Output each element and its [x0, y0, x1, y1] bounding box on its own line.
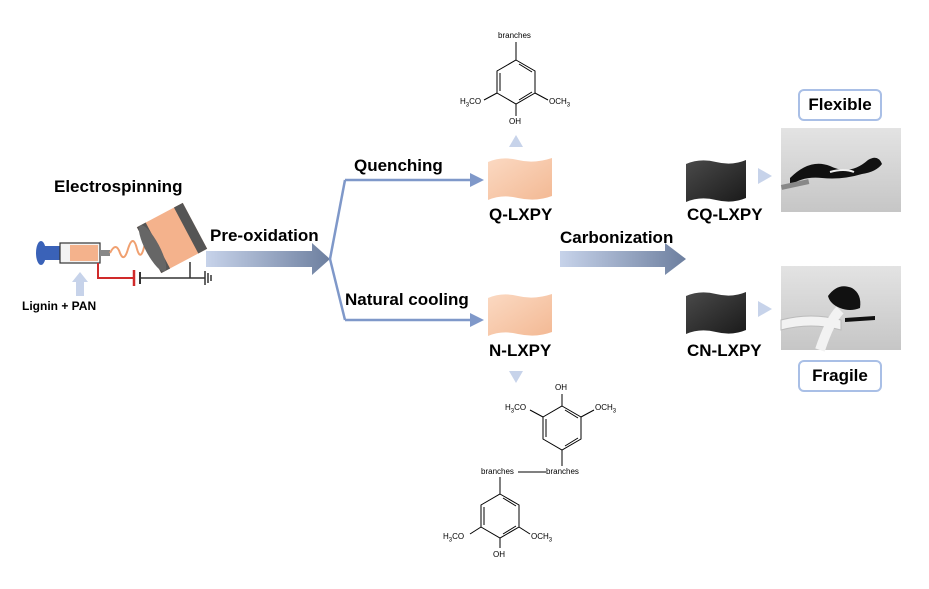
- n-lxpy-mat: [488, 294, 552, 336]
- cn-lxpy-mat: [686, 292, 746, 334]
- bu-right-group: OCH3: [595, 403, 617, 415]
- q-lxpy-mat: [488, 158, 552, 200]
- electrospinning-label: Electrospinning: [54, 177, 183, 196]
- bl-left-group: H3CO: [443, 532, 465, 544]
- natural-cooling-arrowhead: [470, 313, 484, 327]
- top-branches-text: branches: [498, 31, 531, 40]
- arrow-to-fragile: [758, 301, 772, 317]
- bl-oh: OH: [493, 550, 505, 559]
- q-lxpy-label: Q-LXPY: [489, 205, 553, 224]
- carbonization-label: Carbonization: [560, 228, 674, 247]
- flexible-photo: [780, 128, 901, 212]
- bu-branches-right: branches: [546, 467, 579, 476]
- arrow-to-flexible: [758, 168, 772, 184]
- bu-oh: OH: [555, 383, 567, 392]
- bu-branches-left: branches: [481, 467, 514, 476]
- cq-lxpy-label: CQ-LXPY: [687, 205, 763, 224]
- cn-lxpy-label: CN-LXPY: [687, 341, 762, 360]
- cq-lxpy-mat: [686, 160, 746, 202]
- branch-lines: [328, 178, 470, 322]
- lignin-pan-label: Lignin + PAN: [22, 299, 97, 313]
- pre-oxidation-arrow: [206, 243, 330, 275]
- top-left-group: H3CO: [460, 97, 482, 109]
- down-triangle: [509, 371, 523, 383]
- fragile-photo: [780, 266, 901, 352]
- electrospinning-setup: [36, 202, 212, 296]
- bu-left-group: H3CO: [505, 403, 527, 415]
- top-oh: OH: [509, 117, 521, 126]
- quenching-arrowhead: [470, 173, 484, 187]
- carbonization-arrow: [560, 243, 686, 275]
- bl-right-group: OCH3: [531, 532, 553, 544]
- quenching-label: Quenching: [354, 156, 443, 175]
- pre-oxidation-label: Pre-oxidation: [210, 226, 319, 245]
- natural-cooling-label: Natural cooling: [345, 290, 469, 309]
- structure-bottom-lower: [469, 493, 531, 548]
- up-triangle: [509, 135, 523, 147]
- fragile-badge: Fragile: [798, 360, 882, 392]
- structure-bottom-upper: [499, 394, 595, 494]
- structure-top: [483, 42, 549, 116]
- top-right-group: OCH3: [549, 97, 571, 109]
- flexible-badge: Flexible: [798, 89, 882, 121]
- n-lxpy-label: N-LXPY: [489, 341, 552, 360]
